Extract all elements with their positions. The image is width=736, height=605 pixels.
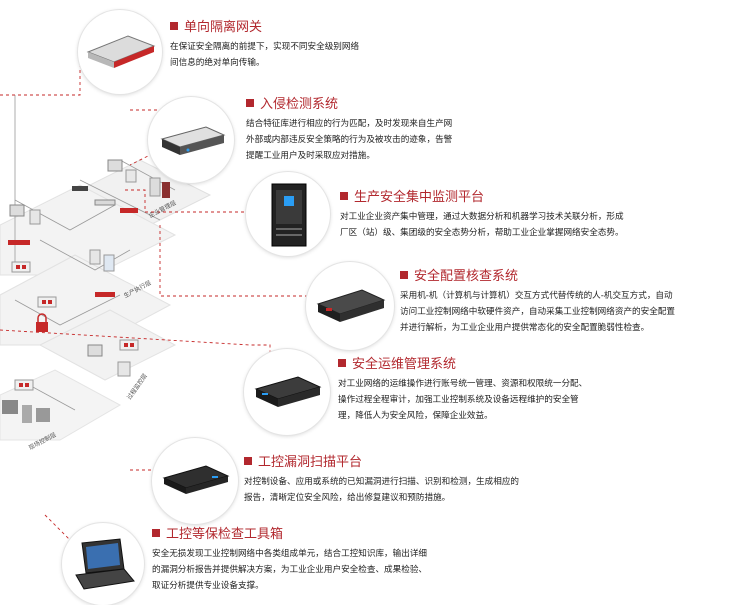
vuln-scan-image: [152, 438, 238, 524]
rack-appliance-icon: [160, 126, 226, 155]
network-devices: [2, 159, 170, 423]
computer-icon: [9, 204, 41, 225]
desc-line: 操作过程全程审计，加强工业控制系统及设备远程维护的安全管: [338, 395, 579, 405]
rack-appliance-icon: [162, 465, 230, 494]
product-description: 安全无损发现工业控制网络中各类组成单元，结合工控知识库，输出详细 的漏洞分析报告…: [152, 546, 427, 594]
lock-icon: [36, 313, 48, 332]
desc-line: 并进行解析，为工业企业用户提供常态化的安全配置脆弱性检查。: [400, 323, 650, 333]
config-check-image: [306, 262, 394, 350]
bullet-square-icon: [338, 359, 346, 367]
desc-line: 间信息的绝对单向传输。: [170, 58, 265, 68]
gateway-device-image: [78, 10, 162, 94]
router-icon: [72, 186, 88, 191]
product-title: 工控等保检查工具箱: [152, 527, 283, 543]
bullet-square-icon: [340, 192, 348, 200]
server-icon: [149, 177, 170, 198]
desc-line: 访问工业控制网络中软硬件资产，自动采集工业控制网络资产的安全配置: [400, 307, 676, 317]
desc-line: 安全无损发现工业控制网络中各类组成单元，结合工控知识库，输出详细: [152, 549, 428, 559]
title-text: 安全运维管理系统: [352, 357, 457, 372]
title-text: 入侵检测系统: [260, 97, 339, 112]
bullet-square-icon: [244, 457, 252, 465]
title-text: 生产安全集中监测平台: [354, 190, 485, 205]
desc-line: 对工业网络的运维操作进行账号统一管理、资源和权限统一分配、: [338, 379, 588, 389]
ops-management-image: [244, 349, 330, 435]
product-title: 生产安全集中监测平台: [340, 190, 484, 206]
desc-line: 取证分析提供专业设备支撑。: [152, 581, 264, 591]
rack-appliance-icon: [86, 35, 156, 68]
product-description: 采用机-机（计算机与计算机）交互方式代替传统的人-机交互方式，自动 访问工业控制…: [400, 288, 675, 336]
bullet-square-icon: [170, 22, 178, 30]
desc-line: 厂区（站）级、集团级的安全态势分析，帮助工业企业掌握网络安全态势。: [340, 228, 624, 238]
product-description: 结合特征库进行相应的行为匹配，及时发现来自生产网 外部或内部违反安全策略的行为及…: [246, 116, 452, 164]
field-device-icon: [2, 400, 50, 423]
controller-icon: [14, 379, 34, 391]
controller-icon: [11, 261, 31, 273]
desc-line: 在保证安全隔离的前提下，实现不同安全级别网络: [170, 42, 360, 52]
platform-process-layer: [38, 309, 177, 381]
product-title: 单向隔离网关: [170, 20, 262, 36]
title-text: 工控等保检查工具箱: [166, 527, 284, 542]
platform-execution-layer: [0, 184, 177, 276]
desc-line: 提醒工业用户及时采取应对措施。: [246, 151, 375, 161]
computer-icon: [107, 159, 137, 183]
toolbox-image: [62, 523, 144, 605]
product-description: 对工业网络的运维操作进行账号统一管理、资源和权限统一分配、 操作过程全程审计，加…: [338, 376, 587, 424]
desc-line: 对工业企业资产集中管理，通过大数据分析和机器学习技术关联分析，形成: [340, 212, 624, 222]
title-text: 工控漏洞扫描平台: [258, 455, 363, 470]
product-description: 对控制设备、应用或系统的已知漏洞进行扫描、识别和检测，生成相应的 报告，清晰定位…: [244, 474, 519, 506]
controller-icon: [37, 296, 57, 308]
product-description: 对工业企业资产集中管理，通过大数据分析和机器学习技术关联分析，形成 厂区（站）级…: [340, 209, 624, 241]
product-title: 安全配置核查系统: [400, 269, 518, 285]
product-title: 工控漏洞扫描平台: [244, 455, 362, 471]
rack-appliance-icon: [316, 289, 386, 322]
desc-line: 理，降低人为安全风险，保障企业效益。: [338, 411, 493, 421]
title-text: 单向隔离网关: [184, 20, 263, 35]
bullet-square-icon: [246, 99, 254, 107]
product-description: 在保证安全隔离的前提下，实现不同安全级别网络 间信息的绝对单向传输。: [170, 39, 359, 71]
ids-device-image: [148, 97, 234, 183]
desc-line: 对控制设备、应用或系统的已知漏洞进行扫描、识别和检测，生成相应的: [244, 477, 520, 487]
desc-line: 报告，清晰定位安全风险，给出修复建议和预防措施。: [244, 493, 451, 503]
bullet-square-icon: [400, 271, 408, 279]
rack-appliance-icon: [254, 376, 322, 407]
desc-line: 外部或内部违反安全策略的行为及被攻击的迹象，告警: [246, 135, 453, 145]
product-title: 安全运维管理系统: [338, 357, 456, 373]
desc-line: 的漏洞分析报告并提供解决方案，为工业企业用户安全检查、成果检验、: [152, 565, 428, 575]
server-icon: [89, 249, 115, 272]
desc-line: 结合特征库进行相应的行为匹配，及时发现来自生产网: [246, 119, 453, 129]
monitor-platform-image: [246, 172, 330, 256]
switch-icon: [95, 292, 115, 297]
rugged-laptop-icon: [75, 538, 135, 590]
server-cabinet-icon: [271, 183, 307, 247]
title-text: 安全配置核查系统: [414, 269, 519, 284]
switch-icon: [8, 240, 30, 245]
bullet-square-icon: [152, 529, 160, 537]
computer-icon: [87, 344, 131, 377]
controller-icon: [119, 339, 139, 351]
product-title: 入侵检测系统: [246, 97, 338, 113]
switch-icon: [94, 199, 138, 213]
desc-line: 采用机-机（计算机与计算机）交互方式代替传统的人-机交互方式，自动: [400, 291, 673, 301]
